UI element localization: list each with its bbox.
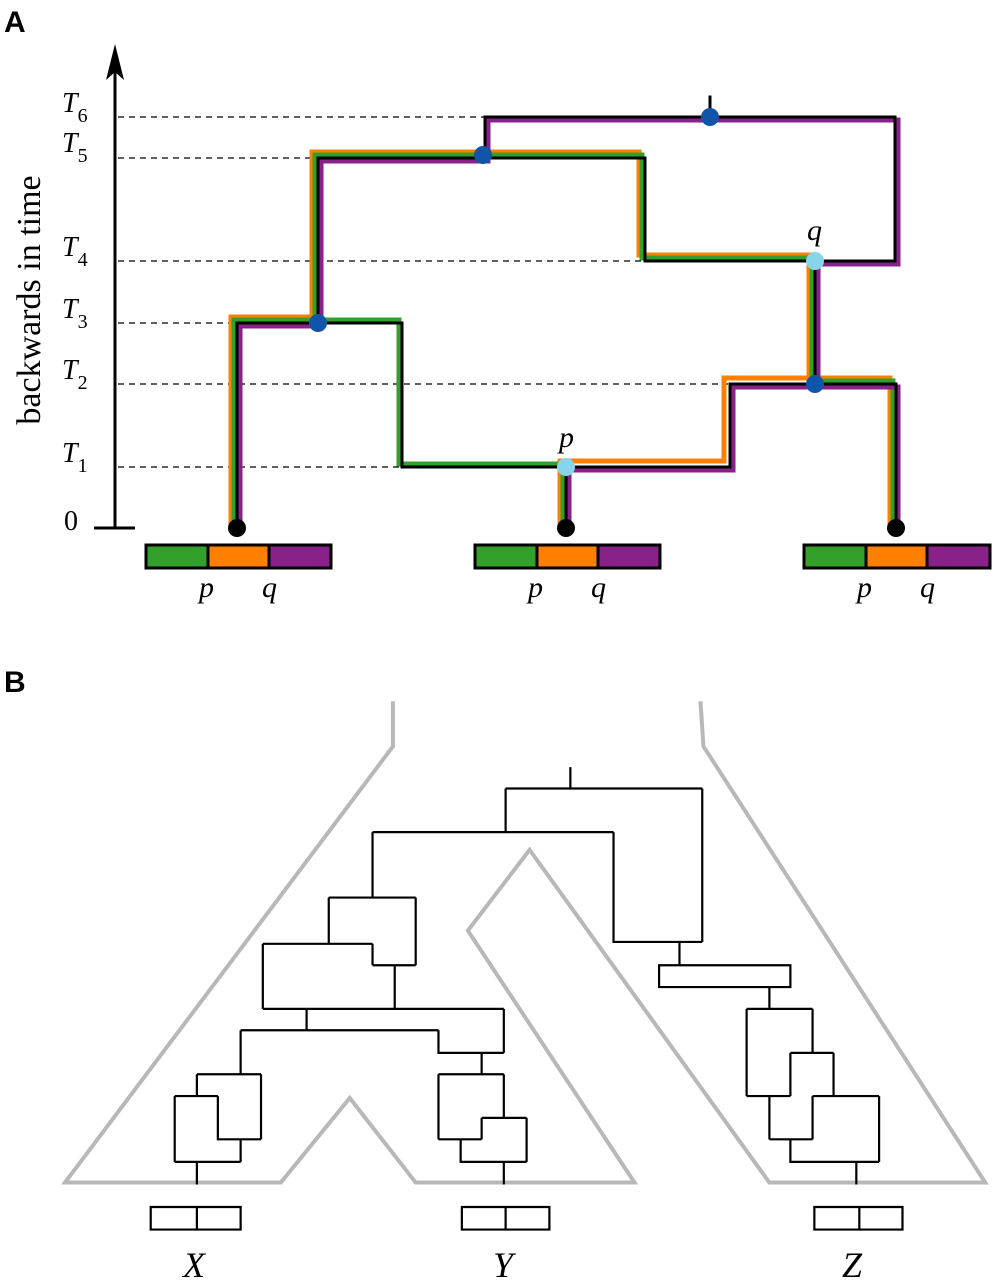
ancestral-recombination-graph — [235, 95, 898, 530]
time-label-0: 0 — [64, 506, 78, 537]
coalescence-node — [474, 146, 492, 164]
coalescence-node — [701, 108, 719, 126]
sequence-bar-1 — [144, 543, 333, 570]
sequence-boxes — [151, 1207, 903, 1230]
site-label-p: p — [855, 571, 872, 604]
arrow-up-icon — [106, 44, 124, 80]
species-label-y: Y — [493, 1245, 517, 1280]
coalescence-nodes — [309, 108, 824, 393]
time-label-t5: T5 — [62, 128, 88, 167]
time-label-t4: T4 — [62, 232, 88, 271]
site-label-p: p — [526, 571, 543, 604]
species-label-z: Z — [842, 1245, 863, 1280]
time-axis — [94, 44, 135, 530]
y-axis-label: backwards in time — [11, 175, 48, 424]
recombination-node-p — [557, 458, 575, 476]
local-tree-purple — [237, 117, 901, 531]
recombination-label-q: q — [807, 214, 822, 247]
species-label-x: X — [181, 1245, 207, 1280]
time-label-t6: T6 — [62, 88, 88, 127]
site-label-q: q — [591, 571, 606, 604]
gene-tree — [175, 767, 879, 1184]
time-label-t2: T2 — [62, 355, 88, 394]
time-label-t3: T3 — [62, 294, 88, 333]
species-tree-panel — [65, 701, 985, 1229]
recombination-label-p: p — [557, 421, 574, 454]
recombination-node-q — [806, 252, 824, 270]
site-label-q: q — [262, 571, 277, 604]
site-label-p: p — [197, 571, 214, 604]
panel-label-b: B — [4, 666, 26, 699]
coalescence-node — [806, 375, 824, 393]
coalescence-node — [309, 314, 327, 332]
time-labels: T6 T5 T4 T3 T2 T1 — [62, 88, 88, 477]
species-tree-outline — [65, 701, 985, 1182]
local-tree-orange — [228, 149, 893, 531]
time-label-t1: T1 — [62, 438, 88, 477]
panel-label-a: A — [4, 6, 26, 39]
recombination-nodes — [557, 252, 824, 476]
sequence-bar-3 — [802, 543, 992, 570]
sample-nodes — [228, 519, 905, 537]
site-label-q: q — [920, 571, 935, 604]
sequence-bar-2 — [473, 543, 662, 570]
time-gridlines — [118, 116, 728, 468]
